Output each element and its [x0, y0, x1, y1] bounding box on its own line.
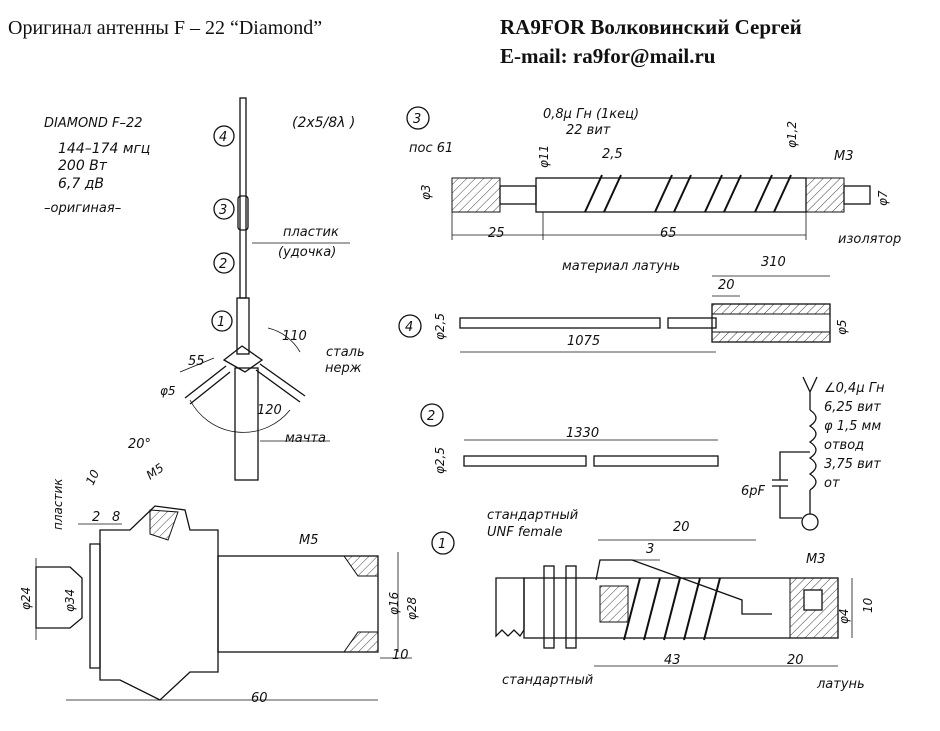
connector-brass: латунь: [816, 677, 865, 692]
base-d2: 2: [92, 510, 100, 525]
part-3-d11: φ11: [537, 145, 551, 168]
angle-110: 110: [282, 329, 307, 344]
connector-len20b: 20: [787, 653, 804, 668]
connector-unf: UNF female: [487, 525, 563, 540]
connector-d4: φ4: [837, 608, 851, 624]
coil-schematic: ∠0,4μ Гн 6,25 вит φ 1,5 мм отвод 3,75 ви…: [741, 376, 885, 531]
spec-note: –оригиная–: [44, 201, 121, 216]
spec-frequency: 144–174 мгц: [58, 141, 150, 157]
part-2-marker: 2: [427, 409, 435, 424]
schematic-wire: φ 1,5 мм: [824, 419, 881, 434]
base-d10: 10: [83, 467, 102, 487]
part-3-marker: 3: [413, 112, 421, 127]
part-4-d25: φ2,5: [433, 313, 447, 340]
spec-gain: 6,7 дВ: [58, 176, 104, 192]
connector-d10: 10: [861, 597, 875, 613]
spec-power: 200 Вт: [58, 158, 108, 174]
mast-label: мачта: [285, 431, 326, 446]
part-3-m3: М3: [834, 149, 854, 164]
base-m5a: М5: [144, 461, 167, 483]
connector-len3: 3: [646, 542, 654, 557]
part-3-inductance: 0,8μ Гн (1кец): [543, 107, 639, 122]
part-2-d25: φ2,5: [433, 447, 447, 474]
author-email: E-mail: ra9for@mail.ru: [500, 44, 716, 68]
base-d24: φ24: [19, 587, 33, 610]
part-4-d5: φ5: [835, 319, 849, 335]
part-3-pitch: 2,5: [602, 147, 623, 162]
connector-len20a: 20: [673, 520, 690, 535]
spec-config: (2х5/8λ ): [292, 115, 355, 131]
base-len10: 10: [392, 648, 409, 663]
base-plastic: пластик: [51, 478, 65, 530]
angle-120: 120: [257, 403, 282, 418]
overview-marker-3: 3: [219, 203, 227, 218]
schematic-inductance: ∠0,4μ Гн: [824, 381, 885, 396]
antenna-overview: 4 3 2 1 пластик (удочка) 110 120 сталь н…: [160, 97, 365, 481]
base-d34: φ34: [63, 589, 77, 612]
part-3-solder: пос 61: [409, 141, 453, 156]
part-4-len310: 310: [761, 255, 786, 270]
connector-std-bottom: стандартный: [502, 673, 593, 688]
connector-m3: М3: [806, 552, 826, 567]
part-3-len65: 65: [660, 226, 677, 241]
part-4-material: материал латунь: [562, 259, 680, 274]
base-m5b: М5: [299, 533, 319, 548]
steel-sublabel: нерж: [325, 361, 362, 376]
base-marker: 1: [438, 537, 446, 552]
base-d8: 8: [112, 510, 120, 525]
part-4-rod: 4 материал латунь 310 20 φ2,5 φ5 1075: [398, 255, 849, 353]
plastic-label: пластик: [283, 225, 339, 240]
schematic-capacitor: 6pF: [741, 484, 766, 499]
part-3-turns: 22 вит: [566, 123, 611, 138]
part-3-len25: 25: [488, 226, 505, 241]
radial-diameter: φ5: [160, 384, 176, 398]
steel-label: сталь: [326, 345, 365, 360]
spec-block: DIAMOND F–22 (2х5/8λ ) 144–174 мгц 200 В…: [44, 115, 355, 216]
overview-marker-1: 1: [217, 315, 225, 330]
schematic-tap-turns: 3,75 вит: [824, 457, 881, 472]
base-assembly: 20° 10 М5 пластик 2 8 φ24 φ34 М5 φ16 φ28…: [19, 437, 455, 706]
part-4-len20: 20: [718, 278, 735, 293]
base-d16: φ16: [387, 591, 401, 615]
part-3-insulator: изолятор: [838, 232, 901, 247]
base-angle: 20°: [128, 437, 151, 452]
part-2-len1330: 1330: [566, 426, 599, 441]
connector-std-top: стандартный: [487, 508, 578, 523]
part-4-marker: 4: [405, 320, 413, 335]
part-3-coil: 3 0,8μ Гн (1кец) 22 вит пос 61 φ11 2,5 φ…: [406, 106, 901, 247]
radial-length: 55: [188, 354, 205, 369]
part-3-d7: φ7: [876, 190, 890, 206]
connector-assembly: стандартный UNF female 20 3 М3 43 20 10 …: [487, 508, 875, 692]
part-2-rod: 2 1330 φ2,5: [420, 403, 719, 474]
schematic-tap: отвод: [824, 438, 864, 453]
part-3-d3: φ3: [419, 184, 433, 200]
schematic-from: от: [824, 476, 840, 491]
overview-marker-4: 4: [219, 130, 227, 145]
page-title: Оригинал антенны F – 22 “Diamond”: [8, 17, 322, 39]
base-len60: 60: [251, 691, 268, 706]
plastic-sublabel: (удочка): [278, 245, 336, 260]
part-3-wire: φ1,2: [785, 121, 799, 148]
overview-marker-2: 2: [219, 257, 227, 272]
author-name: RA9FOR Волковинский Сергей: [500, 15, 802, 39]
spec-model: DIAMOND F–22: [44, 116, 143, 131]
schematic-turns: 6,25 вит: [824, 400, 881, 415]
connector-len43: 43: [664, 653, 681, 668]
base-d28: φ28: [405, 596, 419, 620]
part-4-len1075: 1075: [567, 334, 600, 349]
